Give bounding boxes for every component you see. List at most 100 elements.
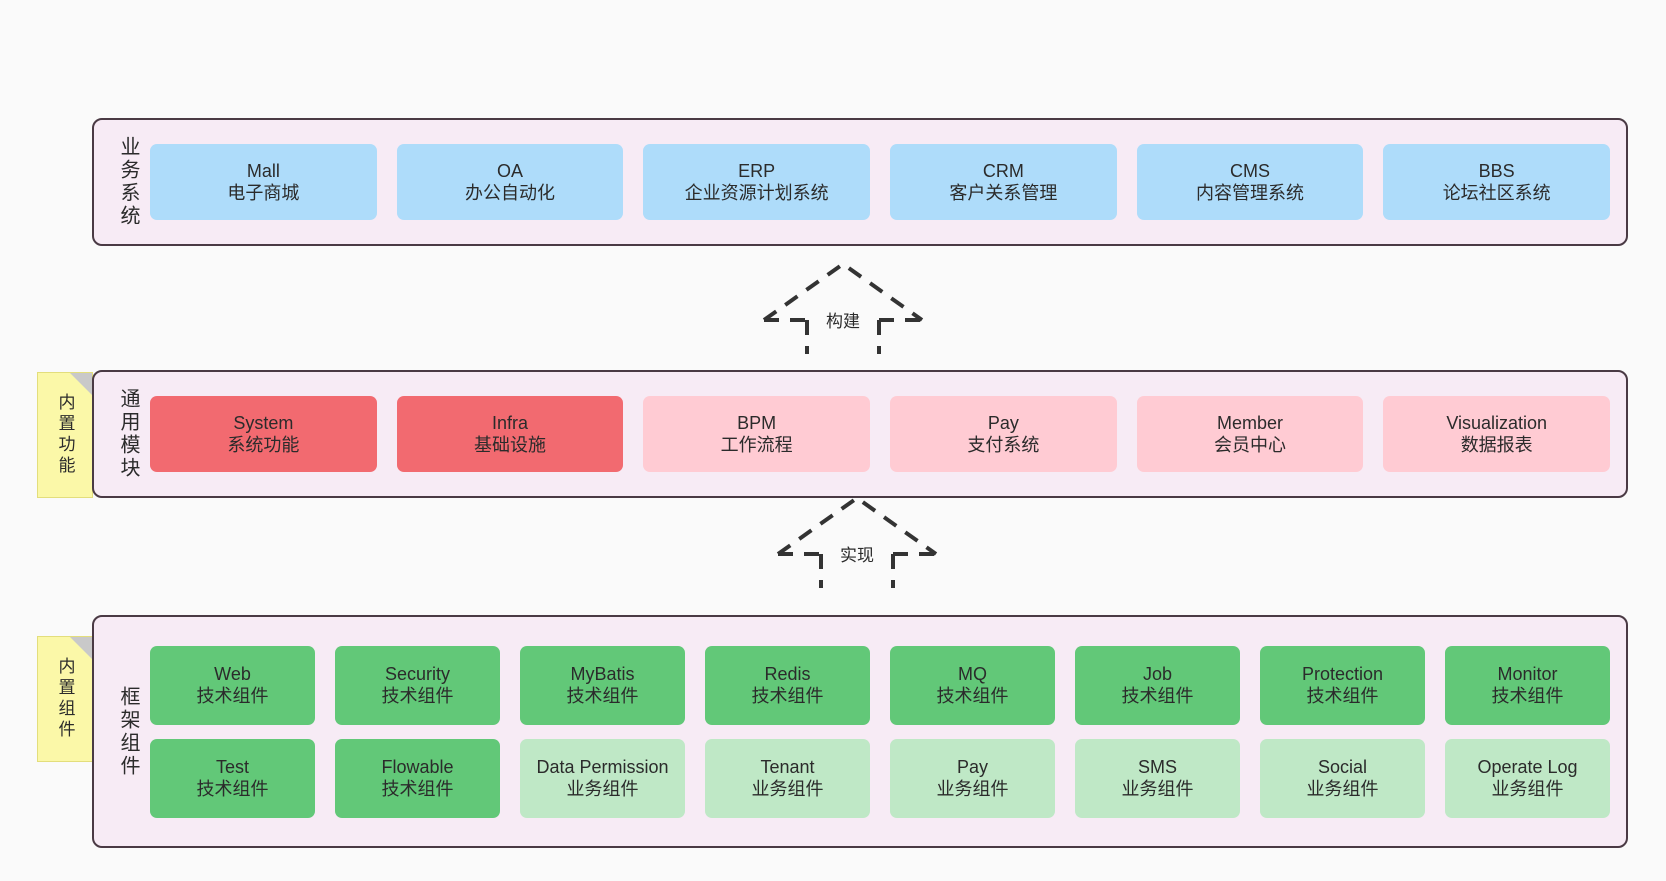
card-title: MQ	[958, 663, 987, 684]
card-subtitle: 数据报表	[1460, 435, 1533, 455]
card-subtitle: 内容管理系统	[1196, 183, 1305, 203]
note-builtin-features: 内置功能	[37, 372, 93, 498]
component-card-mq[interactable]: MQ 技术组件	[890, 645, 1055, 725]
card-subtitle: 工作流程	[720, 435, 793, 455]
band-common-modules: 通用模块 System 系统功能 Infra 基础设施 BPM 工作流程 Pay…	[92, 370, 1628, 498]
card-title: Job	[1142, 663, 1173, 684]
card-subtitle: 基础设施	[474, 435, 546, 455]
card-title: Mall	[246, 160, 280, 181]
card-title: BPM	[737, 412, 777, 433]
card-subtitle: 业务组件	[1121, 779, 1194, 799]
component-card-monitor[interactable]: Monitor 技术组件	[1445, 645, 1610, 725]
note-fold-corner-icon	[70, 637, 92, 659]
card-subtitle: 电子商城	[227, 183, 300, 203]
card-subtitle: 技术组件	[936, 686, 1009, 706]
card-title: Member	[1217, 412, 1284, 433]
card-title: MyBatis	[570, 663, 635, 684]
component-card-pay[interactable]: Pay 业务组件	[890, 738, 1055, 818]
component-card-social[interactable]: Social 业务组件	[1260, 738, 1425, 818]
card-title: SMS	[1137, 756, 1177, 777]
business-systems-row: Mall 电子商城 OA 办公自动化 ERP 企业资源计划系统 CRM 客户关系…	[150, 144, 1611, 220]
card-subtitle: 系统功能	[227, 435, 300, 455]
card-title: CMS	[1230, 160, 1271, 181]
card-title: ERP	[738, 160, 776, 181]
arrow-implement: 实现	[772, 492, 942, 588]
common-modules-row: System 系统功能 Infra 基础设施 BPM 工作流程 Pay 支付系统…	[150, 396, 1611, 472]
card-title: BBS	[1478, 160, 1515, 181]
dashed-open-arrow-up-icon	[762, 261, 924, 354]
component-card-redis[interactable]: Redis 技术组件	[705, 645, 870, 725]
band-title-framework-components: 框架组件	[117, 685, 139, 778]
card-title: Data Permission	[536, 756, 669, 777]
component-card-protection[interactable]: Protection 技术组件	[1260, 645, 1425, 725]
module-card-bpm[interactable]: BPM 工作流程	[643, 396, 871, 472]
framework-row-tech: Web 技术组件 Security 技术组件 MyBatis 技术组件 Redi…	[150, 645, 1610, 725]
card-subtitle: 办公自动化	[465, 183, 555, 203]
card-title: System	[233, 412, 294, 433]
card-title: Security	[384, 663, 451, 684]
component-card-job[interactable]: Job 技术组件	[1075, 645, 1240, 725]
business-card-erp[interactable]: ERP 企业资源计划系统	[643, 144, 871, 220]
card-title: Tenant	[760, 756, 815, 777]
arrow-build: 构建	[758, 258, 928, 354]
module-card-visualization[interactable]: Visualization 数据报表	[1383, 396, 1611, 472]
band-title-common-modules: 通用模块	[117, 388, 139, 480]
business-card-bbs[interactable]: BBS 论坛社区系统	[1383, 144, 1611, 220]
card-subtitle: 企业资源计划系统	[684, 183, 829, 203]
card-title: Pay	[987, 412, 1019, 433]
component-card-web[interactable]: Web 技术组件	[150, 645, 315, 725]
component-card-test[interactable]: Test 技术组件	[150, 738, 315, 818]
card-title: Visualization	[1446, 412, 1548, 433]
card-subtitle: 业务组件	[1306, 779, 1379, 799]
card-subtitle: 技术组件	[196, 779, 269, 799]
band-body-framework-components: Web 技术组件 Security 技术组件 MyBatis 技术组件 Redi…	[142, 617, 1626, 846]
card-subtitle: 客户关系管理	[949, 183, 1058, 203]
card-subtitle: 技术组件	[751, 686, 824, 706]
card-subtitle: 技术组件	[566, 686, 639, 706]
business-card-mall[interactable]: Mall 电子商城	[150, 144, 377, 220]
component-card-flowable[interactable]: Flowable 技术组件	[335, 738, 500, 818]
component-card-mybatis[interactable]: MyBatis 技术组件	[520, 645, 685, 725]
business-card-cms[interactable]: CMS 内容管理系统	[1136, 144, 1364, 220]
card-title: Test	[215, 756, 249, 777]
note-fold-corner-icon	[70, 373, 92, 395]
dashed-open-arrow-up-icon	[776, 495, 938, 588]
card-title: Flowable	[381, 756, 454, 777]
module-card-member[interactable]: Member 会员中心	[1136, 396, 1364, 472]
note-builtin-components-label: 内置组件	[55, 657, 75, 741]
card-subtitle: 技术组件	[381, 686, 454, 706]
card-subtitle: 业务组件	[936, 779, 1009, 799]
band-framework-components: 框架组件 Web 技术组件 Security 技术组件 MyBatis 技术组件…	[92, 615, 1628, 848]
component-card-data-permission[interactable]: Data Permission 业务组件	[520, 738, 685, 818]
framework-row-business: Test 技术组件 Flowable 技术组件 Data Permission …	[150, 738, 1610, 818]
module-card-infra[interactable]: Infra 基础设施	[396, 396, 624, 472]
module-card-pay[interactable]: Pay 支付系统	[890, 396, 1117, 472]
card-title: Redis	[764, 663, 811, 684]
card-subtitle: 业务组件	[1491, 779, 1564, 799]
card-subtitle: 技术组件	[381, 779, 454, 799]
card-title: Infra	[491, 412, 529, 433]
card-subtitle: 技术组件	[1491, 686, 1564, 706]
card-subtitle: 业务组件	[566, 779, 639, 799]
band-title-business-systems: 业务系统	[117, 136, 139, 228]
card-subtitle: 技术组件	[1306, 686, 1379, 706]
card-subtitle: 技术组件	[1121, 686, 1194, 706]
card-subtitle: 业务组件	[751, 779, 824, 799]
band-body-common-modules: System 系统功能 Infra 基础设施 BPM 工作流程 Pay 支付系统…	[142, 372, 1626, 496]
component-card-security[interactable]: Security 技术组件	[335, 645, 500, 725]
band-body-business-systems: Mall 电子商城 OA 办公自动化 ERP 企业资源计划系统 CRM 客户关系…	[142, 120, 1626, 244]
card-title: OA	[497, 160, 524, 181]
module-card-system[interactable]: System 系统功能	[150, 396, 377, 472]
card-subtitle: 论坛社区系统	[1442, 183, 1551, 203]
card-subtitle: 会员中心	[1214, 435, 1287, 455]
component-card-tenant[interactable]: Tenant 业务组件	[705, 738, 870, 818]
component-card-operate-log[interactable]: Operate Log 业务组件	[1445, 738, 1610, 818]
business-card-crm[interactable]: CRM 客户关系管理	[890, 144, 1117, 220]
card-title: Social	[1317, 756, 1368, 777]
card-title: CRM	[982, 160, 1024, 181]
card-title: Web	[214, 663, 251, 684]
component-card-sms[interactable]: SMS 业务组件	[1075, 738, 1240, 818]
card-title: Protection	[1301, 663, 1384, 684]
card-subtitle: 支付系统	[967, 435, 1040, 455]
business-card-oa[interactable]: OA 办公自动化	[396, 144, 624, 220]
